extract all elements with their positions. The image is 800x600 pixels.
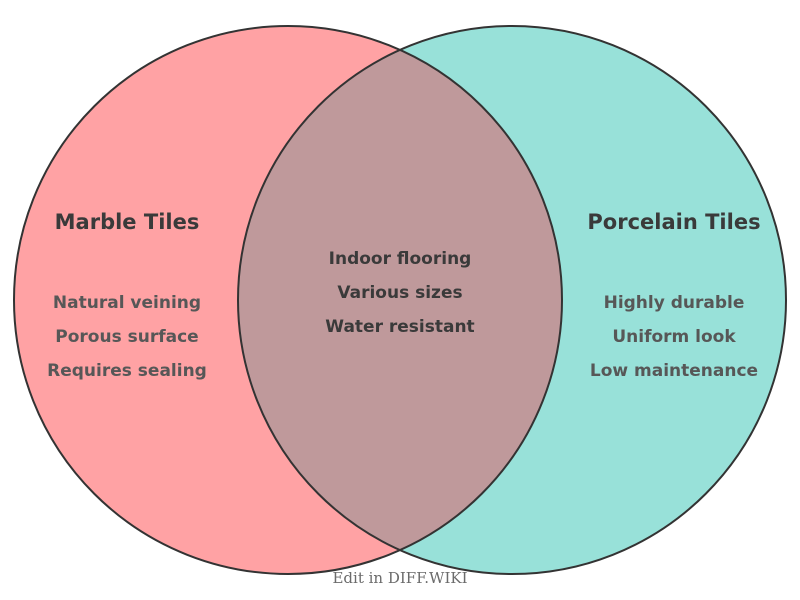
left-set-item: Requires sealing	[47, 361, 207, 381]
right-set-title: Porcelain Tiles	[587, 210, 761, 234]
right-set-items: Highly durable Uniform look Low maintena…	[590, 286, 758, 388]
edit-in-diffwiki-link[interactable]: Edit in DIFF.WIKI	[332, 569, 468, 587]
left-set-item: Natural veining	[52, 293, 202, 313]
intersection-item: Various sizes	[337, 283, 463, 303]
right-set-item: Highly durable	[603, 293, 745, 313]
intersection-fill	[238, 50, 562, 550]
intersection-item: Water resistant	[325, 317, 475, 337]
intersection-items: Indoor flooring Various sizes Water resi…	[325, 242, 474, 344]
intersection-item: Indoor flooring	[328, 249, 472, 269]
right-set-item: Low maintenance	[589, 361, 759, 381]
left-circle-outline	[13, 25, 563, 575]
left-set-item: Porous surface	[55, 327, 199, 347]
left-set-title: Marble Tiles	[54, 210, 200, 234]
left-set-items: Natural veining Porous surface Requires …	[47, 286, 207, 388]
right-circle-outline	[237, 25, 787, 575]
right-set-item: Uniform look	[612, 327, 736, 347]
